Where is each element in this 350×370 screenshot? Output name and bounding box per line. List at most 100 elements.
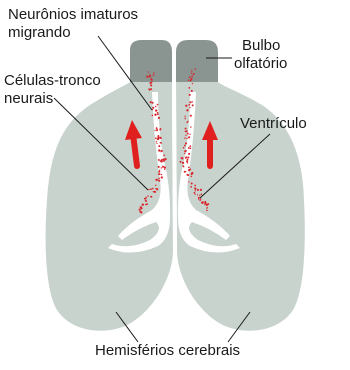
cell-dot — [184, 171, 186, 173]
cell-dot — [198, 198, 200, 200]
cell-dot — [138, 209, 140, 211]
cell-dot — [142, 204, 144, 206]
cell-dot — [147, 195, 149, 197]
cell-dot — [185, 105, 187, 107]
cell-dot — [185, 158, 186, 159]
cell-dot — [186, 122, 188, 124]
cell-dot — [152, 115, 154, 117]
cell-dot — [194, 192, 196, 194]
cell-dot — [146, 76, 148, 78]
cell-dot — [189, 145, 191, 147]
cell-dot — [149, 75, 151, 77]
label-migrating-neurons-line2: migrando — [8, 24, 138, 42]
cell-dot — [155, 137, 157, 139]
cell-dot — [149, 82, 151, 84]
cell-dot — [164, 169, 165, 170]
cell-dot — [187, 159, 189, 161]
cell-dot — [188, 181, 189, 182]
cell-dot — [154, 114, 156, 116]
cell-dot — [188, 147, 190, 149]
cell-dot — [207, 203, 209, 205]
cell-dot — [145, 200, 147, 202]
cell-dot — [188, 87, 190, 89]
cell-dot — [190, 115, 192, 117]
cell-dot — [186, 138, 187, 139]
cell-dot — [158, 173, 159, 174]
cell-dot — [152, 107, 154, 109]
cell-dot — [190, 126, 191, 127]
cell-dot — [148, 71, 149, 72]
cell-dot — [189, 107, 190, 108]
cell-dot — [161, 176, 163, 178]
cell-dot — [197, 194, 198, 195]
cell-dot — [190, 148, 191, 149]
cell-dot — [151, 80, 153, 82]
cell-dot — [195, 68, 197, 70]
cell-dot — [150, 84, 152, 86]
cell-dot — [160, 142, 162, 144]
cell-dot — [154, 191, 156, 193]
cell-dot — [185, 142, 187, 144]
cell-dot — [188, 169, 190, 171]
cell-dot — [192, 83, 193, 84]
cell-dot — [140, 207, 142, 209]
label-olfactory-bulb: Bulbo olfatório — [234, 37, 287, 73]
cell-dot — [153, 75, 154, 76]
cell-dot — [189, 101, 191, 103]
cell-dot — [159, 137, 161, 139]
cell-dot — [152, 102, 154, 104]
cell-dot — [154, 130, 155, 131]
cell-dot — [182, 165, 184, 167]
cell-dot — [191, 182, 193, 184]
cell-dot — [139, 210, 141, 212]
label-olfactory-bulb-line1: Bulbo — [234, 37, 287, 55]
cell-dot — [204, 202, 206, 204]
cell-dot — [191, 75, 193, 77]
cell-dot — [185, 128, 187, 130]
cell-dot — [192, 105, 193, 106]
cell-dot — [191, 90, 193, 92]
cell-dot — [163, 160, 164, 161]
cell-dot — [150, 101, 152, 103]
cell-dot — [158, 171, 159, 172]
cell-dot — [184, 145, 186, 147]
label-olfactory-bulb-line2: olfatório — [234, 55, 287, 73]
cell-dot — [146, 203, 148, 205]
cell-dot — [194, 193, 196, 195]
cell-dot — [189, 134, 190, 135]
cell-dot — [158, 117, 160, 119]
cell-dot — [194, 185, 196, 187]
cell-dot — [187, 156, 189, 158]
cell-dot — [201, 194, 203, 196]
cell-dot — [157, 113, 159, 115]
cell-dot — [161, 174, 162, 175]
cell-dot — [145, 198, 147, 200]
cell-dot — [206, 210, 208, 212]
cell-dot — [156, 141, 157, 142]
cell-dot — [186, 174, 188, 176]
cell-dot — [155, 106, 157, 108]
cell-dot — [150, 196, 151, 197]
label-ventricle: Ventrículo — [240, 115, 307, 133]
cell-dot — [158, 166, 160, 168]
cell-dot — [188, 153, 190, 155]
cell-dot — [157, 104, 159, 106]
cell-dot — [150, 78, 152, 80]
cell-dot — [184, 116, 185, 117]
cell-dot — [181, 157, 183, 159]
cell-dot — [152, 188, 154, 190]
cell-dot — [159, 170, 160, 171]
cell-dot — [191, 101, 192, 102]
cell-dot — [158, 145, 160, 147]
cell-dot — [148, 189, 150, 191]
cell-dot — [184, 153, 185, 154]
cell-dot — [184, 137, 185, 138]
cell-dot — [155, 179, 157, 181]
cell-dot — [188, 136, 190, 138]
cell-dot — [187, 133, 189, 135]
cell-dot — [162, 166, 164, 168]
cell-dot — [200, 189, 202, 191]
cell-dot — [161, 150, 163, 152]
label-cerebral-hemispheres: Hemisférios cerebrais — [95, 342, 240, 360]
